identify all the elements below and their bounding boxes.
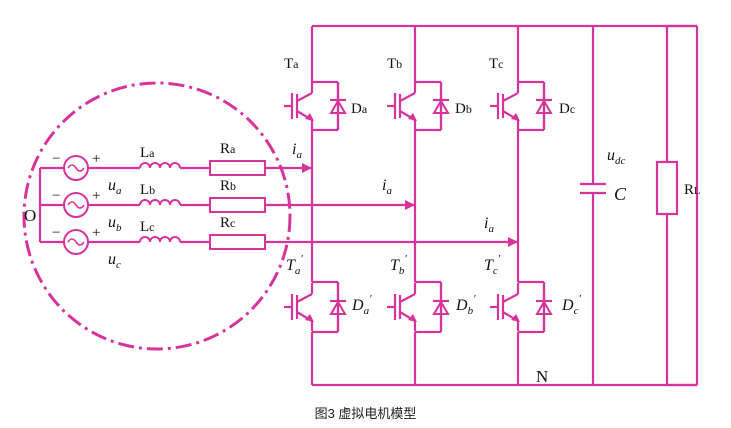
neutral-label: O — [24, 206, 36, 225]
virtual-motor-diagram: O N − + − + − + ua ub uc La Lb Lc Ra Rb … — [22, 24, 700, 387]
upper-db-label: Db — [455, 101, 472, 117]
uc-label: uc — [108, 251, 121, 271]
lower-switch-b — [385, 280, 451, 334]
upper-switch-b — [385, 80, 451, 132]
current-c-label: ia — [484, 215, 494, 235]
upper-tb-label: Tb — [387, 56, 402, 72]
current-b-label: ia — [382, 177, 392, 197]
phase-b-minus: − — [52, 188, 60, 204]
load-label: RL — [684, 182, 700, 198]
udc-label: udc — [607, 147, 626, 167]
ra-label: Ra — [220, 141, 236, 157]
upper-switch-c — [488, 80, 554, 132]
la-label: La — [140, 145, 155, 161]
phase-b-source — [40, 192, 415, 218]
phase-c-minus: − — [52, 225, 60, 241]
ub-label: ub — [108, 214, 122, 234]
virtual-motor-boundary — [22, 81, 292, 351]
capacitor-label: C — [614, 184, 627, 204]
lower-db-label: Db' — [455, 293, 476, 317]
lower-switch-a — [282, 280, 348, 334]
lower-tc-label: Tc' — [484, 253, 501, 277]
current-a-label: ia — [292, 141, 302, 161]
phase-a-source — [40, 155, 312, 181]
phase-b-plus: + — [92, 188, 100, 204]
lower-da-label: Da' — [351, 293, 372, 317]
ua-label: ua — [108, 177, 122, 197]
figure-caption: 图3 虚拟电机模型 — [314, 406, 417, 421]
rb-label: Rb — [220, 178, 236, 194]
upper-ta-label: Ta — [284, 56, 299, 72]
upper-tc-label: Tc — [489, 56, 504, 72]
load-resistor — [655, 24, 699, 387]
node-n-label: N — [536, 367, 548, 386]
rc-label: Rc — [220, 215, 235, 231]
phase-a-plus: + — [92, 151, 100, 167]
dc-capacitor — [580, 26, 606, 385]
lc-label: Lc — [140, 219, 155, 235]
upper-da-label: Da — [351, 101, 368, 117]
phase-c-plus: + — [92, 225, 100, 241]
phase-a-minus: − — [52, 151, 60, 167]
phase-c-source — [40, 229, 518, 255]
lower-dc-label: Dc' — [561, 293, 581, 317]
lb-label: Lb — [140, 182, 155, 198]
upper-switch-a — [282, 80, 348, 132]
upper-dc-label: Dc — [559, 101, 575, 117]
lower-ta-label: Ta' — [286, 253, 303, 277]
lower-tb-label: Tb' — [390, 253, 407, 277]
lower-switch-c — [488, 280, 554, 334]
